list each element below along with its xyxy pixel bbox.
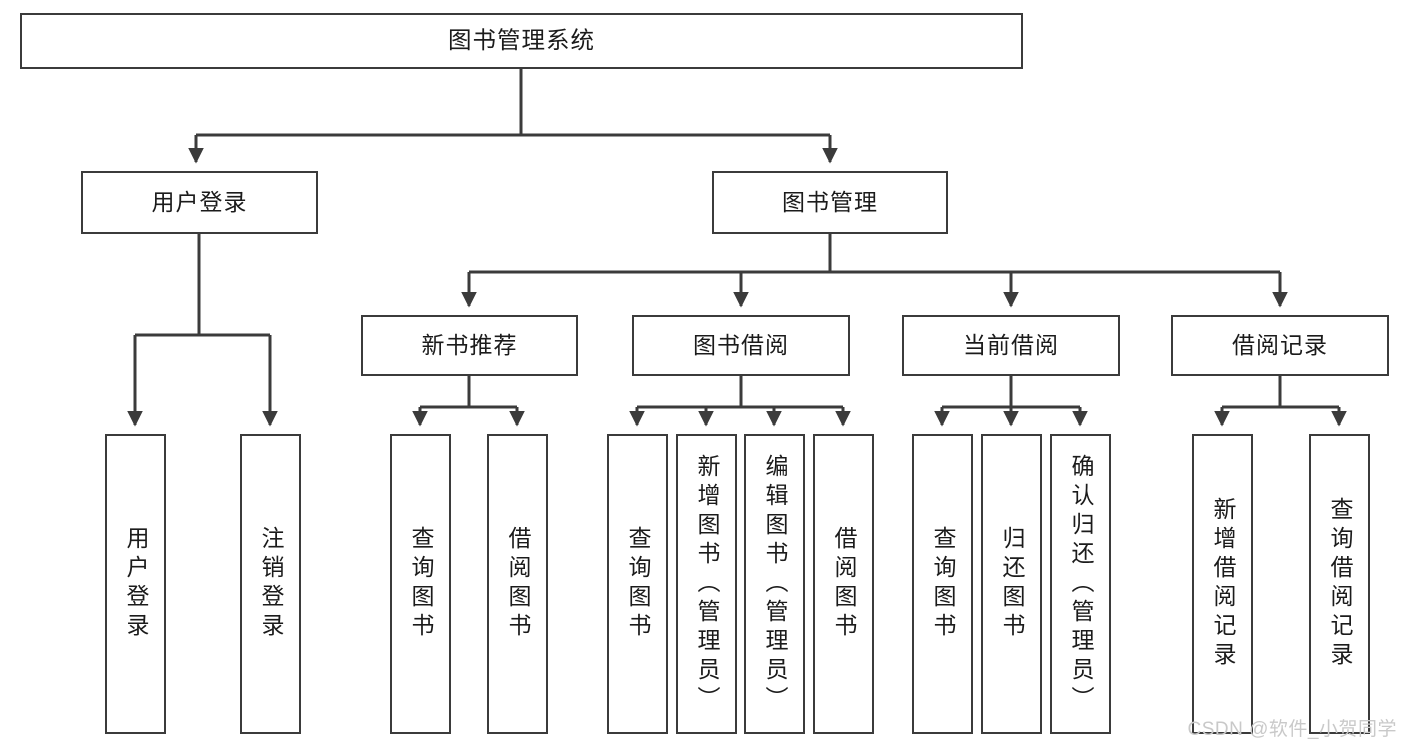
- leaf-user-login-logout[interactable]: 注销登录: [240, 434, 301, 734]
- leaf-record-search-record[interactable]: 查询借阅记录: [1309, 434, 1370, 734]
- node-label: 借阅图书: [831, 526, 857, 642]
- leaf-borrow-search-book[interactable]: 查询图书: [607, 434, 668, 734]
- leaf-current-search-book[interactable]: 查询图书: [912, 434, 973, 734]
- node-label: 图书管理: [782, 188, 878, 215]
- node-label: 注销登录: [258, 526, 284, 642]
- node-label: 查询图书: [408, 526, 434, 642]
- leaf-record-add-record[interactable]: 新增借阅记录: [1192, 434, 1253, 734]
- node-root-system[interactable]: 图书管理系统: [20, 13, 1023, 69]
- node-label: 归还图书: [999, 526, 1025, 642]
- node-label: 新增图书（管理员）: [694, 453, 720, 715]
- node-book-borrow[interactable]: 图书借阅: [632, 315, 850, 376]
- node-label: 用户登录: [151, 188, 248, 215]
- node-book-management[interactable]: 图书管理: [712, 171, 948, 234]
- node-label: 借阅图书: [505, 526, 531, 642]
- watermark: CSDN @软件_小贺同学: [1187, 719, 1397, 740]
- leaf-current-return-book[interactable]: 归还图书: [981, 434, 1042, 734]
- node-new-book-recommend[interactable]: 新书推荐: [361, 315, 578, 376]
- node-label: 借阅记录: [1232, 331, 1328, 358]
- node-label: 用户登录: [123, 526, 149, 642]
- leaf-recommend-search-book[interactable]: 查询图书: [390, 434, 451, 734]
- node-borrow-record[interactable]: 借阅记录: [1171, 315, 1389, 376]
- node-label: 查询借阅记录: [1327, 497, 1353, 671]
- node-label: 新书推荐: [421, 331, 518, 358]
- leaf-recommend-borrow-book[interactable]: 借阅图书: [487, 434, 548, 734]
- node-label: 图书借阅: [693, 331, 789, 358]
- node-label: 新增借阅记录: [1210, 497, 1236, 671]
- leaf-borrow-borrow-book[interactable]: 借阅图书: [813, 434, 874, 734]
- leaf-user-login-login[interactable]: 用户登录: [105, 434, 166, 734]
- node-label: 确认归还（管理员）: [1068, 453, 1094, 715]
- node-label: 编辑图书（管理员）: [762, 453, 788, 715]
- node-label: 查询图书: [930, 526, 956, 642]
- node-current-borrow[interactable]: 当前借阅: [902, 315, 1120, 376]
- node-label: 查询图书: [625, 526, 651, 642]
- node-user-login[interactable]: 用户登录: [81, 171, 318, 234]
- leaf-current-confirm-return-admin[interactable]: 确认归还（管理员）: [1050, 434, 1111, 734]
- node-label: 当前借阅: [963, 331, 1059, 358]
- node-label: 图书管理系统: [448, 27, 595, 54]
- leaf-borrow-add-book-admin[interactable]: 新增图书（管理员）: [676, 434, 737, 734]
- leaf-borrow-edit-book-admin[interactable]: 编辑图书（管理员）: [744, 434, 805, 734]
